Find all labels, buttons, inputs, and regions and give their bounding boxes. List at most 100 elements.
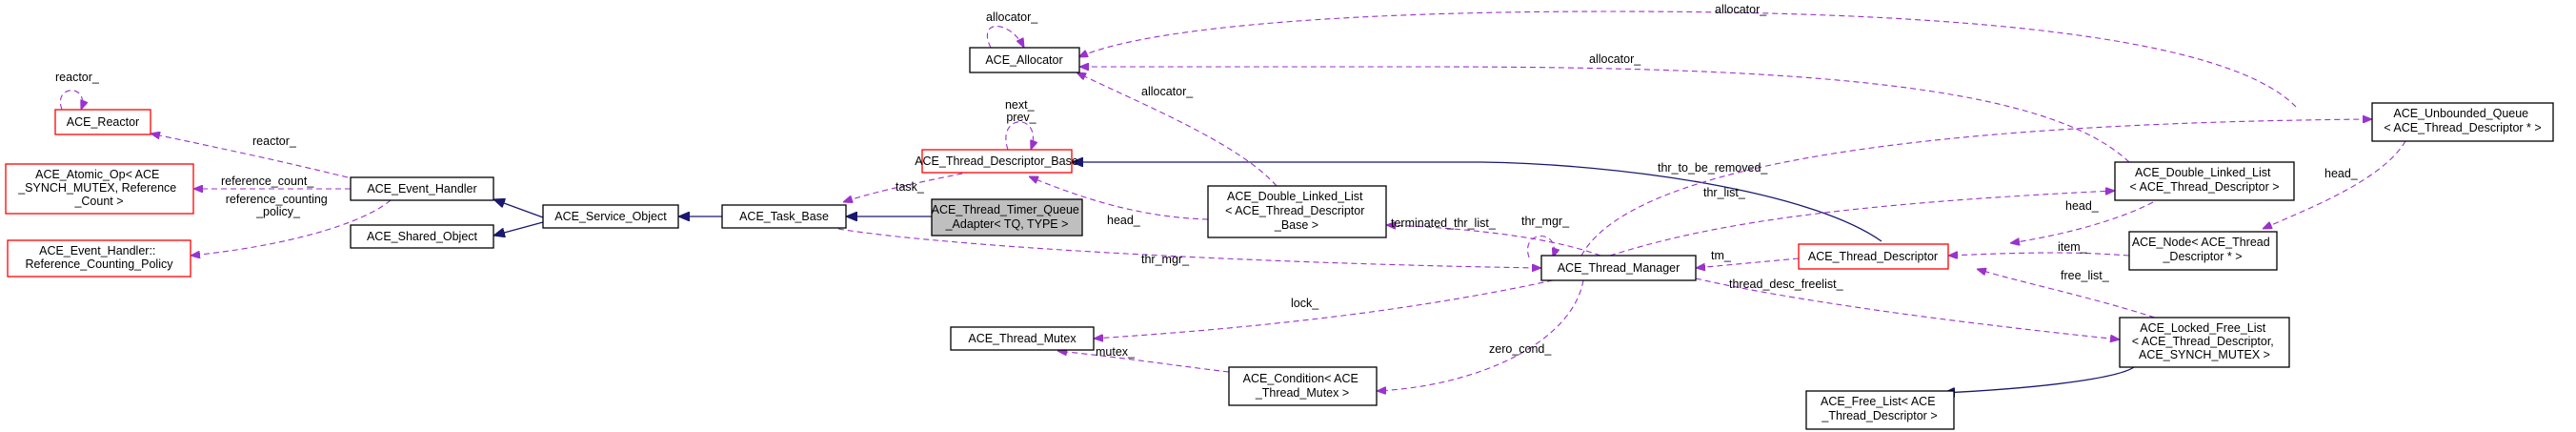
- label-thr-mgr-self: thr_mgr_: [1521, 215, 1570, 228]
- node-ace-double-linked-list-td-label: ACE_Double_Linked_List < ACE_Thread_Desc…: [2129, 166, 2279, 194]
- label-thr-list: thr_list_: [1703, 186, 1746, 199]
- edge-inherit-service-to-event-handler: [493, 199, 544, 218]
- edge-use-allocator-dll-td: [1079, 67, 2130, 163]
- label-next-prev: next_ prev_: [1005, 98, 1037, 124]
- node-ace-reactor-label: ACE_Reactor: [67, 115, 139, 129]
- node-ace-locked-free-list-line1: ACE_Locked_Free_List: [2140, 321, 2266, 335]
- label-allocator-self: allocator_: [986, 10, 1038, 24]
- label-head-queue: head_: [2324, 167, 2359, 180]
- edge-inherit-free-list-to-locked: [1943, 366, 2135, 393]
- node-ace-node[interactable]: ACE_Node< ACE_Thread _Descriptor * >: [2128, 231, 2278, 271]
- label-thr-mgr: thr_mgr_: [1141, 253, 1190, 266]
- node-ace-thread-descriptor[interactable]: ACE_Thread_Descriptor: [1798, 243, 1949, 270]
- edge-use-task: [843, 171, 973, 202]
- edge-use-thr-mgr-self: [1527, 236, 1555, 258]
- node-ace-shared-object-label: ACE_Shared_Object: [367, 230, 478, 243]
- edge-use-reference-counting-policy: [191, 199, 392, 256]
- node-ace-atomic-op-label: ACE_Atomic_Op< ACE _SYNCH_MUTEX, Referen…: [17, 168, 180, 208]
- label-reference-counting-policy: reference_counting _policy_: [226, 193, 332, 218]
- node-ace-condition-line1: ACE_Condition< ACE: [1243, 372, 1358, 385]
- edge-use-head-base: [1029, 176, 1209, 220]
- node-ace-thread-manager[interactable]: ACE_Thread_Manager: [1540, 255, 1697, 281]
- edges: [59, 10, 2406, 393]
- node-ace-free-list[interactable]: ACE_Free_List< ACE _Thread_Descriptor >: [1805, 390, 1955, 430]
- node-ace-thread-mutex-line1: ACE_Thread_Mutex: [968, 332, 1077, 345]
- label-head-base: head_: [1107, 214, 1141, 227]
- node-ace-unbounded-queue-label: ACE_Unbounded_Queue < ACE_Thread_Descrip…: [2384, 107, 2541, 134]
- label-head-td: head_: [2065, 199, 2100, 213]
- edge-labels: allocator_ allocator_ allocator_ allocat…: [55, 3, 2359, 359]
- node-ace-locked-free-list[interactable]: ACE_Locked_Free_List < ACE_Thread_Descri…: [2119, 317, 2290, 368]
- node-ace-shared-object-line1: ACE_Shared_Object: [367, 230, 478, 243]
- label-prev-line: prev_: [1006, 111, 1036, 124]
- node-ace-service-object[interactable]: ACE_Service_Object: [542, 204, 679, 229]
- edge-use-allocator-dll-base: [1077, 72, 1278, 187]
- node-ace-event-handler-label: ACE_Event_Handler: [367, 182, 476, 195]
- node-ace-node-label: ACE_Node< ACE_Thread _Descriptor * >: [2132, 236, 2273, 263]
- label-allocator-dll-base: allocator_: [1141, 85, 1194, 98]
- node-ace-reactor[interactable]: ACE_Reactor: [54, 109, 151, 135]
- node-ace-double-linked-list-base-line3: _Base >: [1274, 218, 1318, 232]
- node-ace-event-handler-rcp[interactable]: ACE_Event_Handler:: Reference_Counting_P…: [7, 239, 191, 278]
- node-ace-event-handler[interactable]: ACE_Event_Handler: [350, 176, 494, 201]
- label-thr-to-be-removed: thr_to_be_removed_: [1658, 161, 1768, 175]
- node-ace-thread-manager-line1: ACE_Thread_Manager: [1558, 261, 1680, 275]
- node-ace-unbounded-queue-line1: ACE_Unbounded_Queue: [2393, 107, 2528, 120]
- node-ace-thread-timer-queue-adapter[interactable]: ACE_Thread_Timer_Queue _Adapter< TQ, TYP…: [931, 198, 1083, 237]
- label-reference-count: reference_count_: [221, 175, 314, 188]
- node-ace-double-linked-list-td-line1: ACE_Double_Linked_List: [2135, 166, 2271, 179]
- node-ace-atomic-op[interactable]: ACE_Atomic_Op< ACE _SYNCH_MUTEX, Referen…: [5, 163, 194, 215]
- edge-use-mutex: [1057, 351, 1230, 373]
- label-reference-counting-policy-line2: _policy_: [255, 205, 301, 218]
- node-ace-thread-descriptor-base[interactable]: ACE_Thread_Descriptor_Base: [915, 149, 1078, 174]
- label-zero-cond: zero_cond_: [1489, 342, 1552, 356]
- node-ace-thread-descriptor-base-label: ACE_Thread_Descriptor_Base: [915, 154, 1078, 168]
- node-ace-service-object-line1: ACE_Service_Object: [554, 210, 667, 223]
- node-ace-condition[interactable]: ACE_Condition< ACE _Thread_Mutex >: [1228, 366, 1378, 406]
- edge-use-next-prev: [1005, 121, 1034, 150]
- label-item: item_: [2058, 240, 2088, 254]
- edge-use-allocator-self: [986, 26, 1024, 49]
- node-ace-event-handler-rcp-line2: Reference_Counting_Policy: [26, 257, 174, 271]
- node-ace-thread-timer-queue-adapter-line1: ACE_Thread_Timer_Queue: [932, 203, 1079, 216]
- node-ace-allocator[interactable]: ACE_Allocator: [969, 47, 1080, 73]
- node-ace-locked-free-list-line2: < ACE_Thread_Descriptor,: [2132, 335, 2274, 348]
- node-ace-unbounded-queue-line2: < ACE_Thread_Descriptor * >: [2384, 121, 2541, 134]
- label-next-line: next_: [1005, 98, 1036, 112]
- node-ace-condition-label: ACE_Condition< ACE _Thread_Mutex >: [1243, 372, 1362, 400]
- edge-use-thr-list: [1609, 191, 2115, 257]
- label-free-list: free_list_: [2061, 269, 2110, 282]
- edge-use-head-td: [2010, 201, 2154, 243]
- node-ace-allocator-line1: ACE_Allocator: [985, 53, 1062, 67]
- node-ace-double-linked-list-td[interactable]: ACE_Double_Linked_List < ACE_Thread_Desc…: [2114, 161, 2295, 201]
- edge-use-reactor-eh: [151, 134, 349, 178]
- node-ace-task-base[interactable]: ACE_Task_Base: [721, 204, 847, 229]
- edge-use-allocator-queue: [1078, 10, 2297, 108]
- node-ace-atomic-op-line3: _Count >: [73, 195, 123, 208]
- node-ace-service-object-label: ACE_Service_Object: [554, 210, 667, 223]
- node-ace-double-linked-list-base-line2: < ACE_Thread_Descriptor: [1225, 204, 1364, 217]
- label-reactor-self: reactor_: [55, 71, 100, 84]
- edge-use-terminated-thr-list: [1386, 225, 1601, 257]
- node-ace-free-list-label: ACE_Free_List< ACE _Thread_Descriptor >: [1821, 395, 1939, 422]
- label-thread-desc-freelist: thread_desc_freelist_: [1729, 278, 1844, 291]
- edge-inherit-service-to-shared-object: [493, 221, 544, 236]
- node-ace-node-line2: _Descriptor * >: [2162, 250, 2242, 263]
- node-ace-thread-mutex[interactable]: ACE_Thread_Mutex: [950, 326, 1095, 351]
- node-ace-reactor-line1: ACE_Reactor: [67, 115, 139, 129]
- label-reference-counting-policy-line1: reference_counting: [226, 193, 328, 206]
- node-ace-thread-descriptor-line1: ACE_Thread_Descriptor: [1808, 250, 1938, 263]
- edge-use-lock: [1094, 279, 1554, 339]
- node-ace-task-base-label: ACE_Task_Base: [739, 210, 829, 223]
- edge-use-thr-to-be-removed: [1580, 119, 2372, 257]
- node-ace-thread-manager-label: ACE_Thread_Manager: [1558, 261, 1680, 275]
- node-ace-shared-object[interactable]: ACE_Shared_Object: [350, 224, 494, 249]
- node-ace-double-linked-list-base-label: ACE_Double_Linked_List < ACE_Thread_Desc…: [1225, 190, 1368, 232]
- node-ace-atomic-op-line1: ACE_Atomic_Op< ACE: [35, 168, 159, 181]
- label-reactor-eh: reactor_: [252, 134, 297, 148]
- node-ace-event-handler-line1: ACE_Event_Handler: [367, 182, 476, 195]
- node-ace-double-linked-list-base[interactable]: ACE_Double_Linked_List < ACE_Thread_Desc…: [1207, 185, 1387, 238]
- label-terminated-thr-list: terminated_thr_list_: [1391, 216, 1497, 230]
- edge-use-free-list: [1977, 269, 2156, 319]
- node-ace-unbounded-queue[interactable]: ACE_Unbounded_Queue < ACE_Thread_Descrip…: [2371, 102, 2554, 142]
